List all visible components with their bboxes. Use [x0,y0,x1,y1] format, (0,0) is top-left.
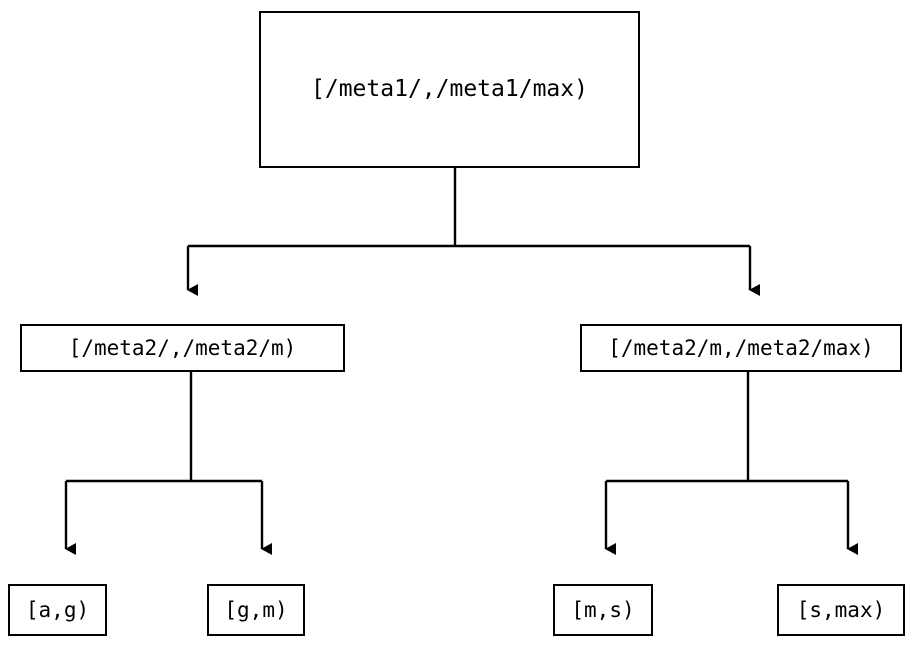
node-leaf-g-m: [g,m) [207,584,305,636]
node-root: [/meta1/,/meta1/max) [259,11,640,168]
node-mid-left-label: [/meta2/,/meta2/m) [68,335,297,360]
node-leaf-s-max-label: [s,max) [796,597,886,622]
edge-mid-left-to-leaves [64,372,272,555]
node-mid-right-label: [/meta2/m,/meta2/max) [608,335,874,360]
node-leaf-s-max: [s,max) [777,584,905,636]
node-leaf-g-m-label: [g,m) [224,597,288,622]
node-root-label: [/meta1/,/meta1/max) [311,76,588,102]
node-mid-right: [/meta2/m,/meta2/max) [580,324,902,372]
node-leaf-m-s: [m,s) [553,584,653,636]
edge-mid-right-to-leaves [604,372,858,555]
node-mid-left: [/meta2/,/meta2/m) [20,324,345,372]
node-leaf-a-g-label: [a,g) [25,597,90,622]
node-leaf-a-g: [a,g) [8,584,107,636]
node-leaf-m-s-label: [m,s) [571,597,635,622]
edge-root-to-level2 [186,168,760,296]
